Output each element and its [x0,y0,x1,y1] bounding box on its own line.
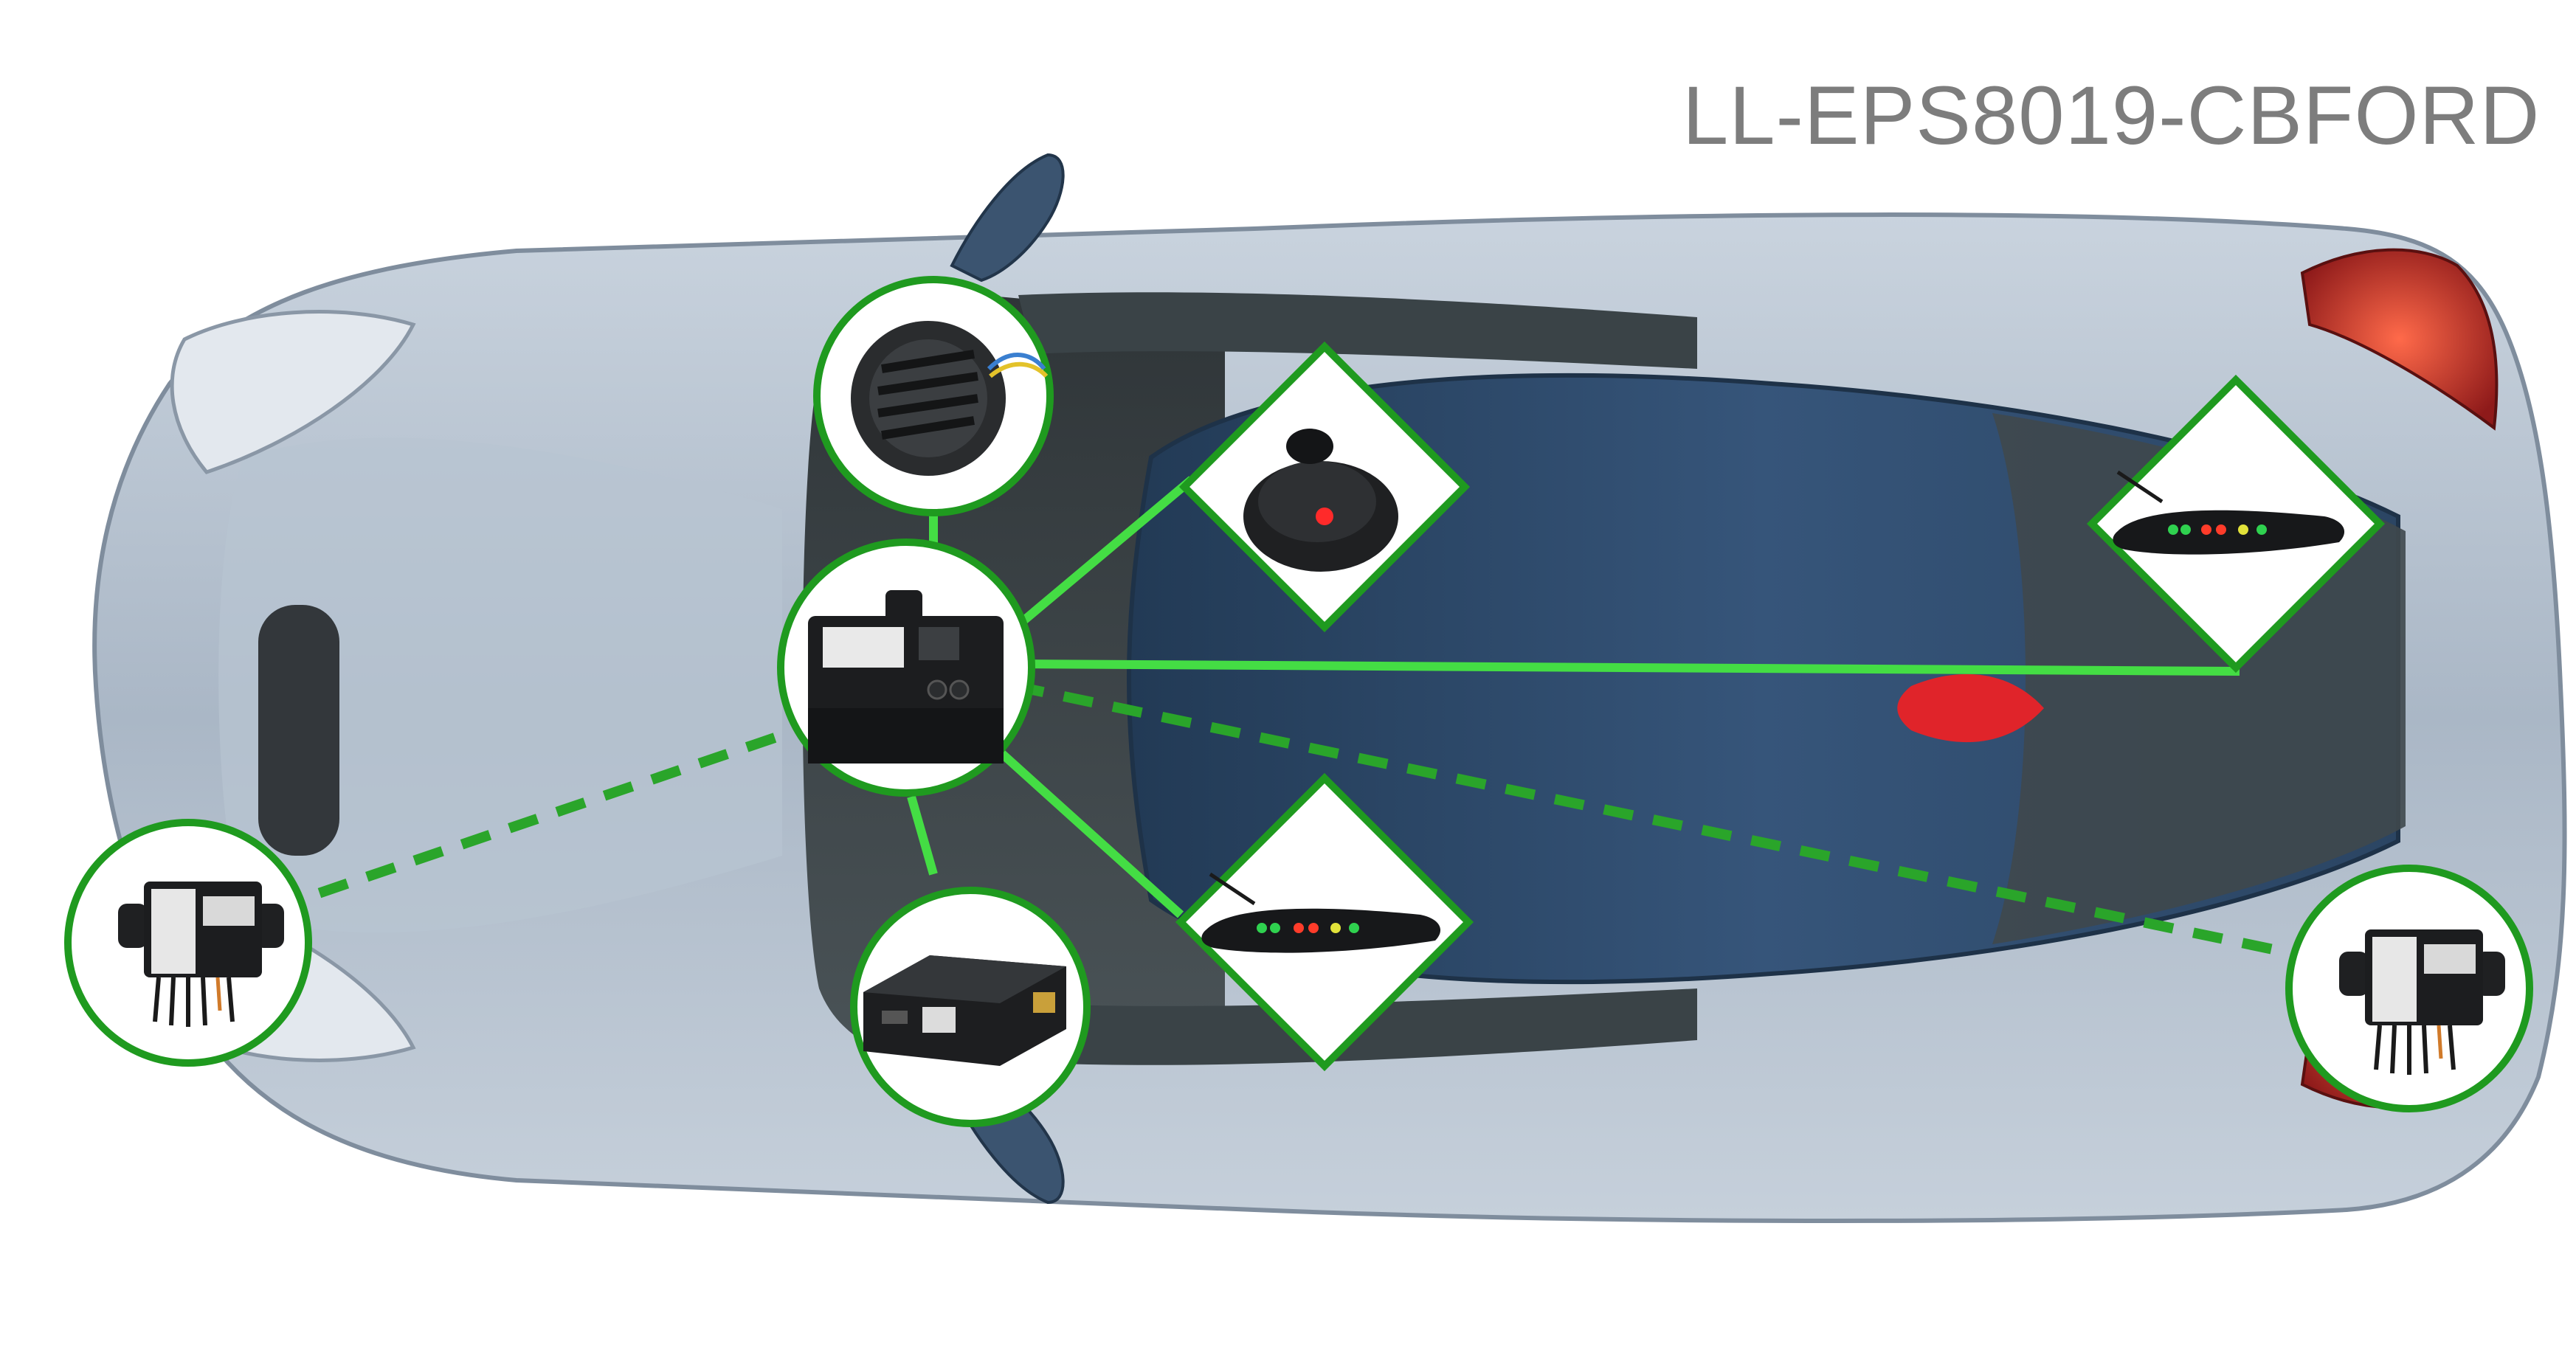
connector-to-led-button [1004,476,1195,638]
interface-box [850,887,1091,1127]
rear-led-display [2086,374,2386,674]
sensor-module-icon [118,882,284,1027]
led-indicator-button [1178,341,1471,633]
control-module [777,539,1035,797]
mirror-top [950,153,1065,283]
connector-to-front-display [989,741,1184,918]
connector-to-rear-display [1014,659,2240,676]
headlight-left [170,310,416,474]
connector-to-rear-sensor [1013,681,2285,957]
interface-box-icon [863,955,1066,1066]
sensor-module-icon [2339,929,2505,1075]
connector-to-front-sensor [308,733,777,901]
front-sensor-module [64,819,312,1067]
led-display-icon [2113,470,2345,555]
front-led-display [1175,772,1474,1072]
connector-lines [308,476,2285,957]
speaker-icon [851,321,1049,476]
connector-to-interface [907,795,938,876]
front-grille [258,605,339,856]
side-window-top [1018,292,1697,369]
led-button-icon [1243,429,1398,572]
tail-light-top [2300,248,2499,431]
brake-light [1897,674,2044,743]
model-number-title: LL-EPS8019-CBFORD [1682,69,2541,162]
buzzer-speaker [813,276,1054,516]
control-box-icon [808,590,1004,763]
led-display-icon [1201,872,1441,953]
rear-sensor-module [2285,865,2533,1112]
